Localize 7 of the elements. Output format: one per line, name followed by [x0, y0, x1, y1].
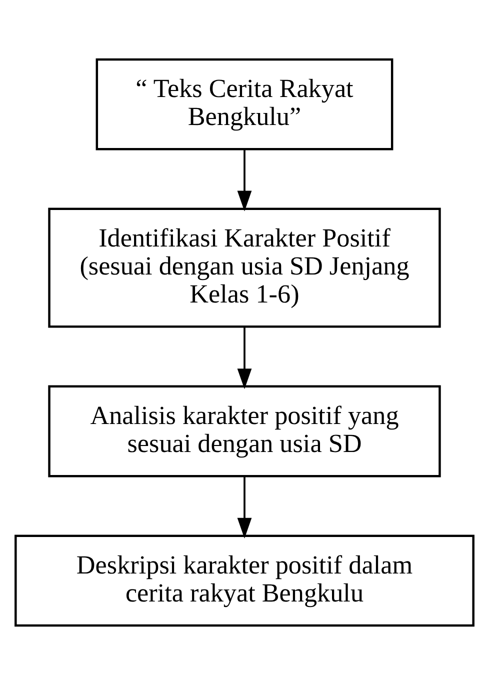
arrow: [237, 327, 252, 390]
arrow: [237, 150, 252, 212]
arrow: [237, 476, 252, 538]
node-box: Deskripsi karakter positif dalam cerita rakyat Bengkulu: [14, 534, 474, 627]
node-box: Identifikasi Karakter Positif (sesuai dengan usia SD Jenjang Kelas 1-6): [48, 208, 441, 328]
node-box: Analisis karakter positif yang sesuai dengan usia SD: [48, 385, 441, 478]
node-box: “ Teks Cerita Rakyat Bengkulu”: [96, 58, 394, 150]
